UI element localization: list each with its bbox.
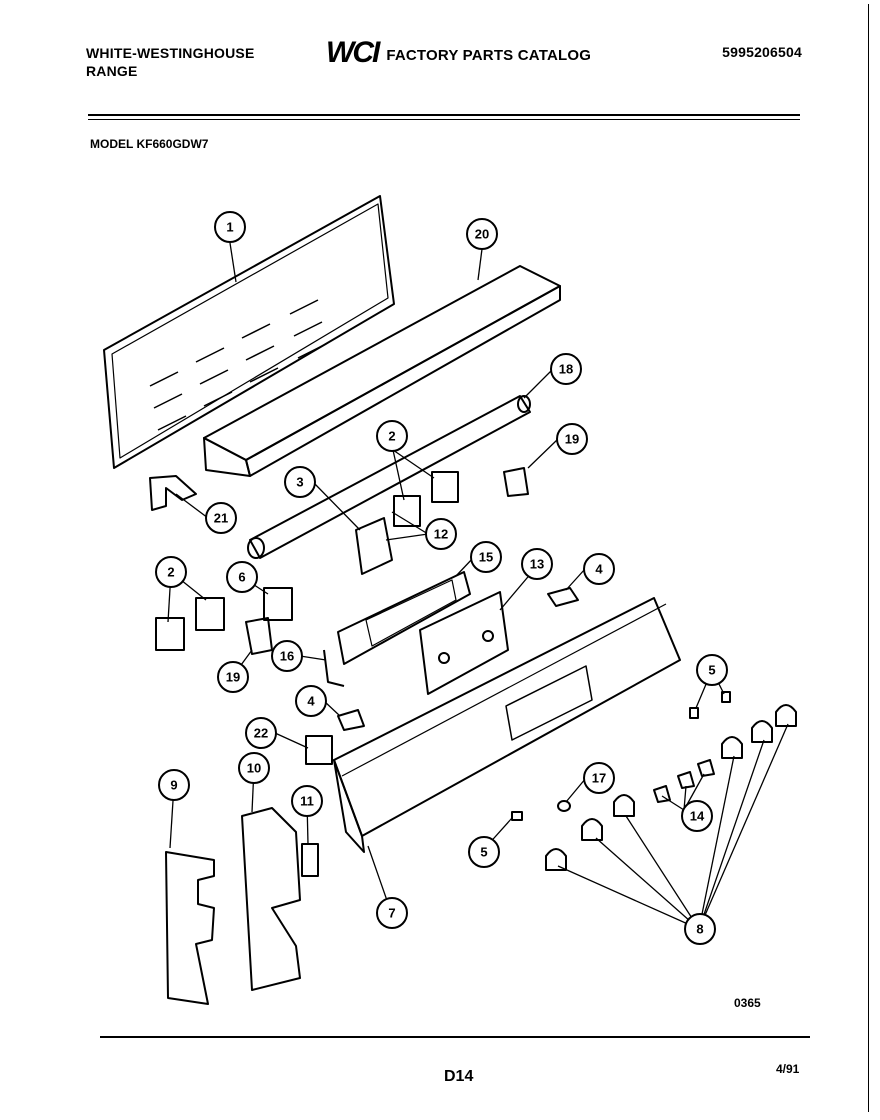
- callout-2-upper: 2: [376, 420, 408, 452]
- part-small-insert-b: [721, 691, 731, 703]
- part-clip-upper: [503, 467, 529, 497]
- svg-text:5: 5: [480, 845, 487, 860]
- svg-text:11: 11: [300, 794, 314, 809]
- callout-11: 11: [291, 785, 323, 817]
- callout-5-right: 5: [696, 654, 728, 686]
- catalog-date: 4/91: [776, 1062, 800, 1076]
- svg-text:2: 2: [167, 565, 174, 580]
- part-small-insert-a: [689, 707, 699, 719]
- svg-text:3: 3: [296, 475, 303, 490]
- part-clock-module: [419, 591, 509, 695]
- svg-text:21: 21: [214, 511, 228, 526]
- part-switches: [155, 471, 459, 651]
- footer-rule: [100, 1036, 810, 1038]
- callout-1: 1: [214, 211, 246, 243]
- part-control-panel: [333, 597, 681, 853]
- callout-20: 20: [466, 218, 498, 250]
- part-plug: [557, 800, 571, 812]
- callout-19-lower: 19: [217, 661, 249, 693]
- brand-name: WHITE-WESTINGHOUSE: [86, 45, 255, 61]
- catalog-part-number: 5995206504: [722, 44, 802, 60]
- page-code: D14: [444, 1068, 474, 1085]
- svg-text:15: 15: [479, 550, 493, 565]
- page-frame: [8, 4, 869, 1112]
- part-fluorescent-tube: [247, 395, 531, 559]
- callout-15: 15: [470, 541, 502, 573]
- catalog-title: FACTORY PARTS CATALOG: [386, 46, 592, 64]
- part-clip-left: [337, 709, 365, 731]
- svg-text:9: 9: [170, 778, 177, 793]
- part-clip-right: [547, 587, 579, 607]
- svg-text:19: 19: [226, 670, 240, 685]
- svg-text:14: 14: [690, 809, 705, 824]
- part-lamp-holder: [323, 649, 345, 687]
- callout-21: 21: [205, 502, 237, 534]
- svg-text:4: 4: [595, 562, 603, 577]
- part-bracket: [149, 475, 197, 511]
- part-trim-channel: [203, 265, 561, 477]
- part-gasket: [165, 851, 215, 1005]
- header-rule-top: [88, 114, 800, 116]
- part-receptacle: [305, 735, 333, 765]
- part-timer-bezel: [337, 571, 471, 665]
- svg-text:20: 20: [475, 227, 489, 242]
- model-label: MODEL KF660GDW7: [90, 137, 209, 151]
- svg-text:6: 6: [238, 570, 245, 585]
- part-backguard-panel: [103, 195, 395, 469]
- callout-12: 12: [425, 518, 457, 550]
- svg-text:2: 2: [388, 429, 395, 444]
- svg-text:16: 16: [280, 649, 294, 664]
- svg-text:7: 7: [388, 906, 395, 921]
- callout-14: 14: [681, 800, 713, 832]
- callout-22: 22: [245, 717, 277, 749]
- svg-text:1: 1: [226, 220, 233, 235]
- part-control-knobs: [545, 704, 797, 871]
- part-ballast: [355, 517, 393, 575]
- svg-text:13: 13: [530, 557, 544, 572]
- svg-text:12: 12: [434, 527, 448, 542]
- callout-10: 10: [238, 752, 270, 784]
- callout-5-left: 5: [468, 836, 500, 868]
- callout-9: 9: [158, 769, 190, 801]
- image-code: 0365: [734, 996, 761, 1010]
- callout-4-left: 4: [295, 685, 327, 717]
- callout-7: 7: [376, 897, 408, 929]
- callout-13: 13: [521, 548, 553, 580]
- callout-18: 18: [550, 353, 582, 385]
- brand-block: WHITE-WESTINGHOUSE RANGE: [86, 44, 254, 80]
- svg-text:19: 19: [565, 432, 579, 447]
- svg-text:17: 17: [592, 771, 606, 786]
- wci-logo: WCI: [326, 36, 380, 69]
- callout-17: 17: [583, 762, 615, 794]
- part-small-insert-c: [511, 811, 523, 821]
- svg-text:5: 5: [708, 663, 715, 678]
- svg-text:18: 18: [559, 362, 573, 377]
- part-side-panel: [241, 807, 301, 991]
- header-rule-bottom: [88, 119, 800, 120]
- svg-text:10: 10: [247, 761, 261, 776]
- product-type: RANGE: [86, 63, 138, 79]
- callout-bubbles: 1 20 18 2 19 3 12 21 15 13 4 2 6 16 19 4…: [155, 211, 728, 945]
- callout-2-lower: 2: [155, 556, 187, 588]
- part-terminal-block: [301, 843, 319, 877]
- svg-text:8: 8: [696, 922, 703, 937]
- part-clip-lower: [245, 617, 273, 655]
- catalog-header: WCI FACTORY PARTS CATALOG: [326, 36, 591, 70]
- callout-4-right: 4: [583, 553, 615, 585]
- svg-text:22: 22: [254, 726, 268, 741]
- callout-19-upper: 19: [556, 423, 588, 455]
- callout-6: 6: [226, 561, 258, 593]
- svg-text:4: 4: [307, 694, 315, 709]
- callout-8: 8: [684, 913, 716, 945]
- part-knob-inserts: [653, 759, 715, 803]
- callout-16: 16: [271, 640, 303, 672]
- callout-3: 3: [284, 466, 316, 498]
